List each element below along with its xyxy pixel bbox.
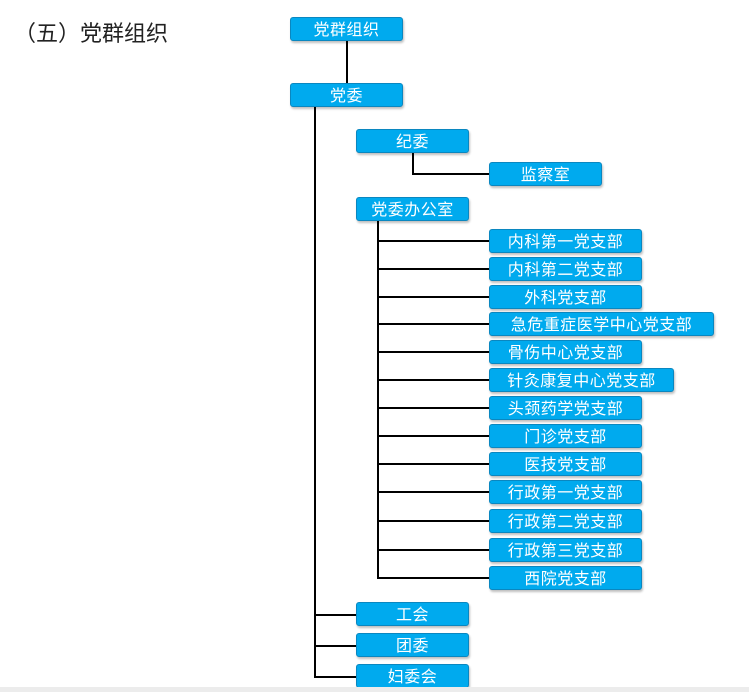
node-party-branch[interactable]: 行政第一党支部 <box>489 480 642 504</box>
node-party-mass-org[interactable]: 党群组织 <box>290 17 403 41</box>
node-party-branch[interactable]: 行政第二党支部 <box>489 509 642 533</box>
connector-branch <box>377 323 490 325</box>
connector-to-gonghui <box>314 614 358 616</box>
connector-branch <box>377 549 490 551</box>
node-party-branch[interactable]: 头颈药学党支部 <box>489 396 642 420</box>
page-bottom-band <box>0 687 749 692</box>
connector-main-vertical <box>314 107 316 677</box>
section-heading: （五）党群组织 <box>14 22 169 47</box>
connector-branch <box>377 577 490 579</box>
node-party-branch[interactable]: 行政第三党支部 <box>489 538 642 562</box>
connector-branch <box>377 268 490 270</box>
connector-branch <box>377 296 490 298</box>
node-party-branch[interactable]: 急危重症医学中心党支部 <box>489 312 714 336</box>
node-party-committee[interactable]: 党委 <box>290 83 403 107</box>
node-party-branch[interactable]: 门诊党支部 <box>489 424 642 448</box>
connector-root-to-party <box>346 41 348 84</box>
node-discipline-committee[interactable]: 纪委 <box>356 129 469 153</box>
connector-branch <box>377 491 490 493</box>
connector-to-jianchashi <box>412 173 490 175</box>
connector-jiwei-vertical <box>412 153 414 174</box>
connector-to-fuweihui <box>314 676 358 678</box>
node-party-branch[interactable]: 医技党支部 <box>489 452 642 476</box>
connector-branch <box>377 435 490 437</box>
connector-branch <box>377 240 490 242</box>
node-party-branch[interactable]: 骨伤中心党支部 <box>489 340 642 364</box>
node-party-branch[interactable]: 西院党支部 <box>489 566 642 590</box>
node-party-branch[interactable]: 针灸康复中心党支部 <box>489 368 674 392</box>
connector-branch <box>377 351 490 353</box>
node-party-branch[interactable]: 内科第一党支部 <box>489 229 642 253</box>
connector-branch <box>377 463 490 465</box>
connector-branch <box>377 379 490 381</box>
node-youth-league[interactable]: 团委 <box>356 633 469 657</box>
node-party-branch[interactable]: 内科第二党支部 <box>489 257 642 281</box>
connector-office-vertical <box>377 221 379 578</box>
connector-branch <box>377 407 490 409</box>
node-party-branch[interactable]: 外科党支部 <box>489 285 642 309</box>
connector-to-tuanwei <box>314 645 358 647</box>
node-labor-union[interactable]: 工会 <box>356 602 469 626</box>
node-womens-committee[interactable]: 妇委会 <box>356 664 469 688</box>
connector-branch <box>377 520 490 522</box>
node-supervision-office[interactable]: 监察室 <box>489 162 602 186</box>
node-party-office[interactable]: 党委办公室 <box>356 197 469 221</box>
